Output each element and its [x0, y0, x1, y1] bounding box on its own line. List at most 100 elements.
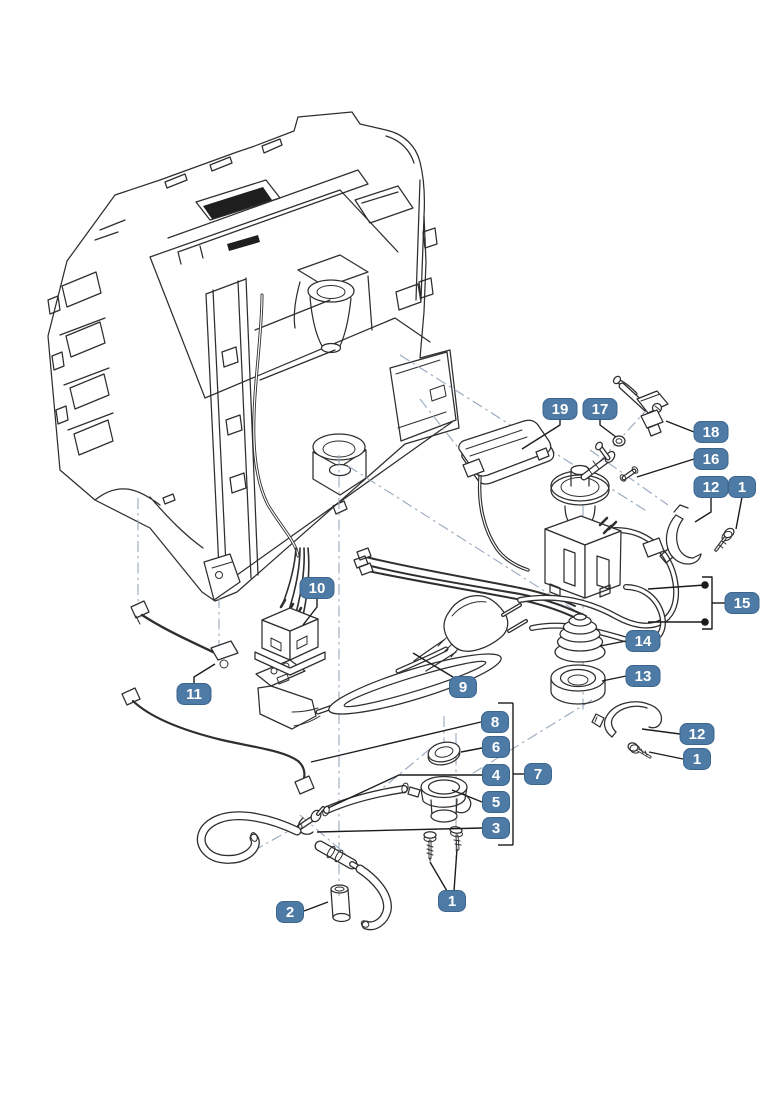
callout-badge [683, 748, 711, 770]
leader-line [193, 663, 216, 684]
callout-12-9: 12 [679, 723, 715, 745]
pin-16 [619, 466, 639, 482]
clamp-12-lower [591, 701, 663, 738]
callout-badge [582, 398, 618, 420]
seal-ring-6 [427, 741, 461, 766]
leader-dot [701, 618, 709, 626]
callout-number: 1 [738, 479, 746, 496]
mounting-bracket-12-upper [659, 504, 702, 565]
callout-number: 19 [552, 401, 569, 418]
leader-line [599, 419, 617, 438]
callout-badge [449, 676, 477, 698]
leader-dot [701, 581, 709, 589]
callout-17-1: 17 [582, 398, 618, 420]
leader-line [429, 861, 448, 892]
leader-line [599, 640, 627, 647]
leader-line [460, 747, 483, 753]
boiler-assembly [544, 441, 622, 599]
leader-line [648, 751, 684, 760]
callout-1-10: 1 [683, 748, 711, 770]
leader-line [327, 774, 482, 809]
leader-line [451, 789, 483, 803]
callout-number: 8 [491, 714, 499, 731]
callout-4-16: 4 [482, 764, 510, 786]
leader-line [702, 576, 713, 630]
callout-number: 15 [734, 595, 751, 612]
hose-4 [322, 782, 409, 817]
callout-7-17: 7 [524, 763, 552, 785]
callout-badge [482, 736, 510, 758]
fitting-3 [295, 806, 325, 835]
screw-1-lower [627, 742, 652, 759]
signal-wire-8 [121, 687, 315, 795]
callout-number: 3 [492, 820, 500, 837]
leader-line [310, 721, 482, 763]
callout-5-18: 5 [482, 791, 510, 813]
sensor-wire-11 [130, 600, 239, 669]
leader-line [601, 675, 627, 682]
tube-2 [330, 884, 351, 923]
callout-number: 1 [693, 751, 701, 768]
ring-seal-13 [550, 664, 606, 705]
callout-1-20: 1 [438, 890, 466, 912]
leader-line [303, 901, 329, 912]
leader-line [641, 728, 681, 735]
hose-2 [196, 811, 392, 931]
callout-1-5: 1 [728, 476, 756, 498]
callout-badge [693, 421, 729, 443]
callout-16-3: 16 [693, 448, 729, 470]
bellows-seal-14 [554, 613, 606, 663]
callout-6-15: 6 [482, 736, 510, 758]
callout-badge [482, 817, 510, 839]
callout-badge [679, 723, 715, 745]
callout-badge [625, 630, 661, 652]
callout-number: 12 [703, 479, 720, 496]
steam-pipe-18 [612, 375, 669, 437]
leader-line [453, 848, 458, 892]
callout-8-14: 8 [481, 711, 509, 733]
callout-badge [438, 890, 466, 912]
callout-number: 1 [448, 893, 456, 910]
valve-5 [407, 775, 472, 823]
callout-badge [276, 901, 304, 923]
callout-number: 10 [309, 580, 326, 597]
callout-number: 17 [592, 401, 609, 418]
callout-badge [693, 448, 729, 470]
screw-1-upper [714, 527, 735, 552]
callout-badge [299, 577, 335, 599]
internal-cable [253, 294, 299, 557]
callout-badge [481, 711, 509, 733]
callout-11-12: 11 [176, 683, 212, 705]
callout-number: 6 [492, 739, 500, 756]
callout-badge [724, 592, 760, 614]
callout-number: 12 [689, 726, 706, 743]
callout-number: 9 [459, 679, 467, 696]
callout-number: 5 [492, 794, 500, 811]
callout-number: 4 [492, 767, 501, 784]
callout-badge [728, 476, 756, 498]
callout-number: 2 [286, 904, 294, 921]
screws-1-bottom [423, 826, 463, 862]
callout-badge [482, 791, 510, 813]
leader-line [316, 827, 483, 833]
callout-number: 18 [703, 424, 720, 441]
callout-badge [625, 665, 661, 687]
callout-number: 14 [635, 633, 652, 650]
callout-13-8: 13 [625, 665, 661, 687]
callout-18-2: 18 [693, 421, 729, 443]
leader-line [636, 458, 695, 478]
leader-line [412, 652, 454, 678]
washer-17 [612, 435, 626, 447]
callout-badge [524, 763, 552, 785]
callout-2-21: 2 [276, 901, 304, 923]
callout-badge [482, 764, 510, 786]
callout-badge [176, 683, 212, 705]
housing-drawing [47, 111, 460, 602]
leader-line [302, 598, 318, 626]
control-module-19 [458, 419, 555, 572]
callout-number: 13 [635, 668, 652, 685]
callout-10-11: 10 [299, 577, 335, 599]
